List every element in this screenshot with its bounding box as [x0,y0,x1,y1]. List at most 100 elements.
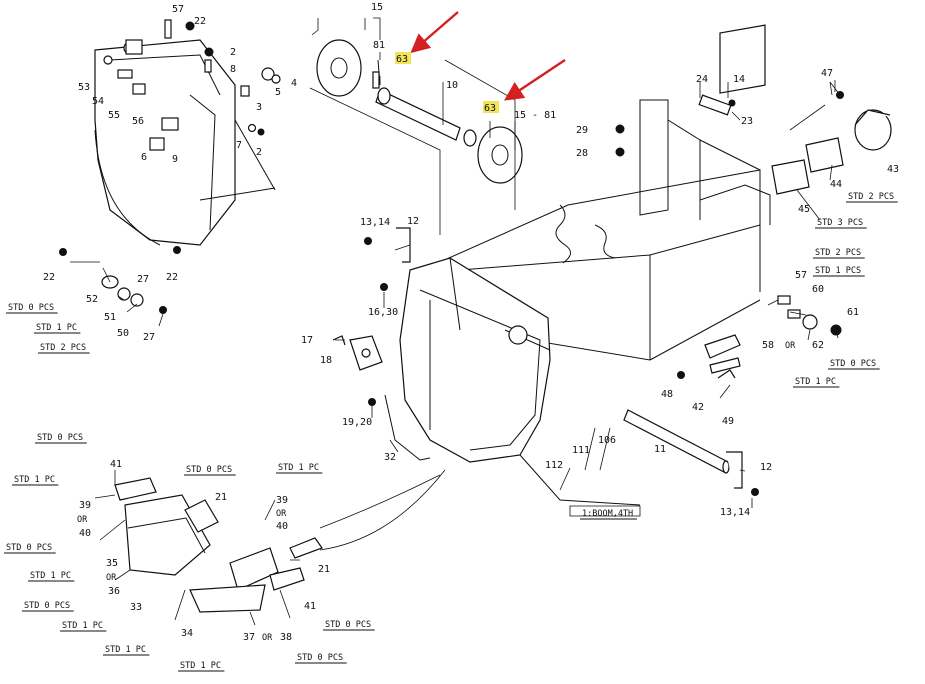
callout-c6: 6 [141,152,147,163]
note-n_std0_40a: STD 0 PCS [6,543,52,553]
callout-c8: 8 [230,64,236,75]
note-n_std1_40b: STD 1 PC [278,463,319,473]
or-label: OR [106,573,117,583]
callout-c22c: 22 [166,272,178,283]
callout-c1314a: 13,14 [360,217,390,228]
callout-c112: 112 [545,460,563,471]
chain-pieces [677,334,741,379]
callout-c38: 38 [280,632,292,643]
callout-c47a: 47 [821,68,833,79]
callout-c81: 81 [373,40,385,51]
note-n_std1_58: STD 1 PC [795,377,836,387]
callout-c42: 42 [692,402,704,413]
callout-c12a: 12 [407,216,419,227]
callout-c2a: 2 [230,47,236,58]
callout-c29: 29 [576,125,588,136]
callout-c39b: 39 [276,495,288,506]
callout-c51: 51 [104,312,116,323]
note-n_std0_62: STD 0 PCS [830,359,876,369]
callout-c21a: 21 [215,492,227,503]
note-n_std1_51: STD 1 PC [36,323,77,333]
note-n_std1_37: STD 1 PC [180,661,221,671]
callout-c57b: 57 [795,270,807,281]
pin-11 [623,409,730,474]
callout-c1920: 19,20 [342,417,372,428]
note-n_std1_60: STD 1 PCS [815,266,861,276]
callout-c63a: 63 [396,54,408,65]
callout-c56: 56 [132,116,144,127]
callout-c39a: 39 [79,500,91,511]
note-n_std0_36: STD 0 PCS [24,601,70,611]
callout-c34: 34 [181,628,193,639]
callout-c37: 37 [243,632,255,643]
note-n_std0_38: STD 0 PCS [297,653,343,663]
callout-c43: 43 [887,164,899,175]
callout-c41b: 41 [304,601,316,612]
callout-c27b: 27 [143,332,155,343]
callout-c111: 111 [572,445,590,456]
callout-c49: 49 [722,416,734,427]
callout-c48: 48 [661,389,673,400]
note-n_std2_44: STD 2 PCS [848,192,894,202]
callout-c40a: 40 [79,528,91,539]
note-n_std2_50: STD 2 PCS [40,343,86,353]
callout-c53: 53 [78,82,90,93]
note-n_std0_41b: STD 0 PCS [325,620,371,630]
highlight-63-b [483,101,499,113]
callout-c21b: 21 [318,564,330,575]
callout-c1581: 15 - 81 [514,110,556,121]
callout-c41a: 41 [110,459,122,470]
hardware-top [117,19,281,151]
callout-c17: 17 [301,335,313,346]
note-n_std2_57: STD 2 PCS [815,248,861,258]
callout-c40b: 40 [276,521,288,532]
note-n_std1_35: STD 1 PC [30,571,71,581]
callout-c63b: 63 [484,103,496,114]
note-n_std1_34: STD 1 PC [105,645,146,655]
callout-c22b: 22 [43,272,55,283]
callout-c7: 7 [236,140,242,151]
callout-c50: 50 [117,328,129,339]
callout-c23: 23 [741,116,753,127]
note-n_std1_33: STD 1 PC [62,621,103,631]
hardware-right [615,81,892,336]
callout-c36: 36 [108,586,120,597]
callout-c24: 24 [696,74,708,85]
callout-c106: 106 [598,435,616,446]
note-n_std1_39a: STD 1 PC [14,475,55,485]
callout-c54: 54 [92,96,104,107]
or-label: OR [785,341,796,351]
highlight-63-a [395,52,411,64]
callout-c52: 52 [86,294,98,305]
red-arrow-2 [504,59,566,101]
callout-c55: 55 [108,110,120,121]
callout-c35: 35 [106,558,118,569]
note-n_std3_45: STD 3 PCS [817,218,863,228]
callout-c28: 28 [576,148,588,159]
callout-c9: 9 [172,154,178,165]
callout-c1314b: 13,14 [720,507,750,518]
red-arrow-1 [410,11,459,54]
note-n_std0_41a: STD 0 PCS [37,433,83,443]
note-n_boom: 1:BOOM,4TH [582,509,633,519]
callout-c58: 58 [762,340,774,351]
boom-box [439,24,771,361]
callout-c18: 18 [320,355,332,366]
or-label: OR [276,509,287,519]
leader-lines [70,17,839,626]
callout-c27a: 27 [137,274,149,285]
callout-c61: 61 [847,307,859,318]
callout-c5: 5 [275,87,281,98]
note-n_std0_39b: STD 0 PCS [186,465,232,475]
washers-left [59,246,181,314]
callout-c60: 60 [812,284,824,295]
callout-c44: 44 [830,179,842,190]
callout-c10: 10 [446,80,458,91]
callout-c22a: 22 [194,16,206,27]
callout-c4: 4 [291,78,297,89]
callout-c12b: 12 [760,462,772,473]
callout-c14a: 14 [733,74,745,85]
boom-head-frame [384,257,641,506]
std-notes: STD 0 PCS STD 1 PC STD 2 PCS STD 2 PCS STD 3… [4,192,898,672]
